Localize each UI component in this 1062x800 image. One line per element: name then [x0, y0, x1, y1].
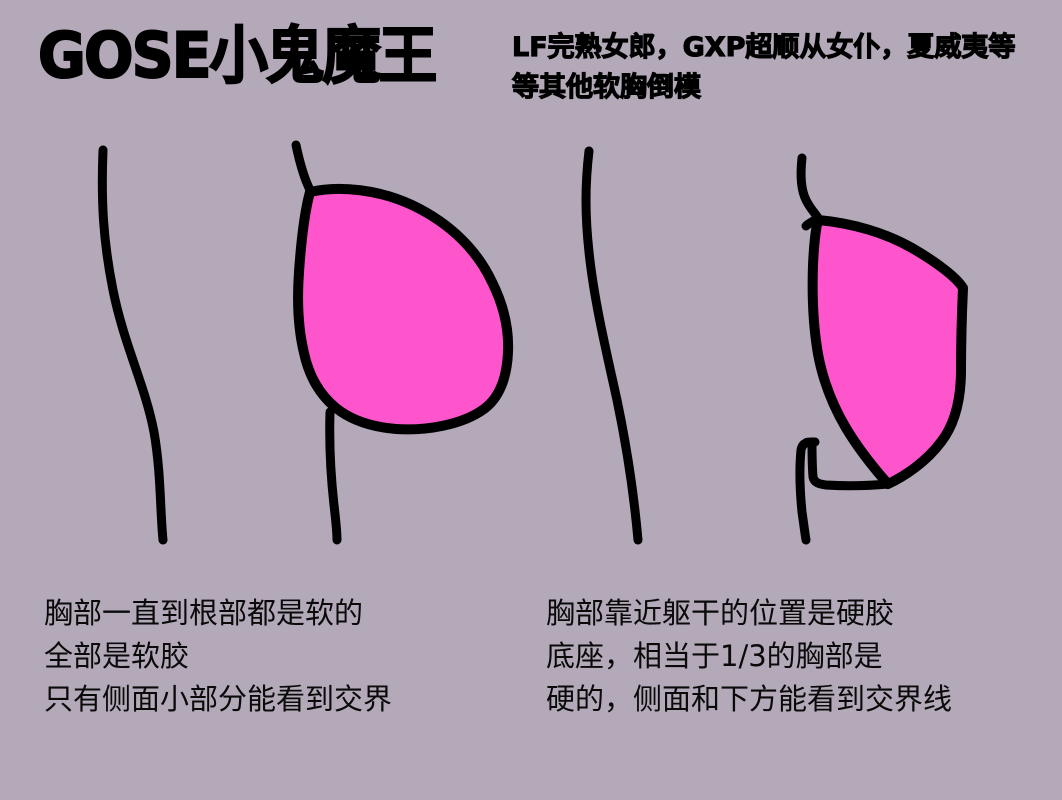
- brand-title: GOSE小鬼魔王: [37, 19, 438, 92]
- figure-right-back-line: [581, 146, 643, 545]
- product-note-text: LF完熟女郎，GXP超顺从女仆，夏威夷等等其他软胸倒模: [511, 31, 1016, 103]
- figure-right-torso-line: [795, 437, 893, 545]
- figure-right-chest-line: [796, 153, 823, 231]
- figure-left-group: [97, 140, 514, 545]
- caption-left-figure: 胸部一直到根部都是软的 全部是软胶 只有侧面小部分能看到交界: [44, 596, 393, 716]
- figure-right-group: [581, 146, 968, 545]
- figure-left-back-line: [97, 145, 168, 545]
- caption-right-figure: 胸部靠近躯干的位置是硬胶 底座，相当于1/3的胸部是 硬的，侧面和下方能看到交界…: [546, 596, 953, 716]
- figure-right-bust-shape: [807, 215, 968, 489]
- figure-left-chest-line: [291, 140, 315, 195]
- figure-left-bust-shape: [293, 183, 514, 435]
- figure-left-torso-line: [325, 407, 342, 545]
